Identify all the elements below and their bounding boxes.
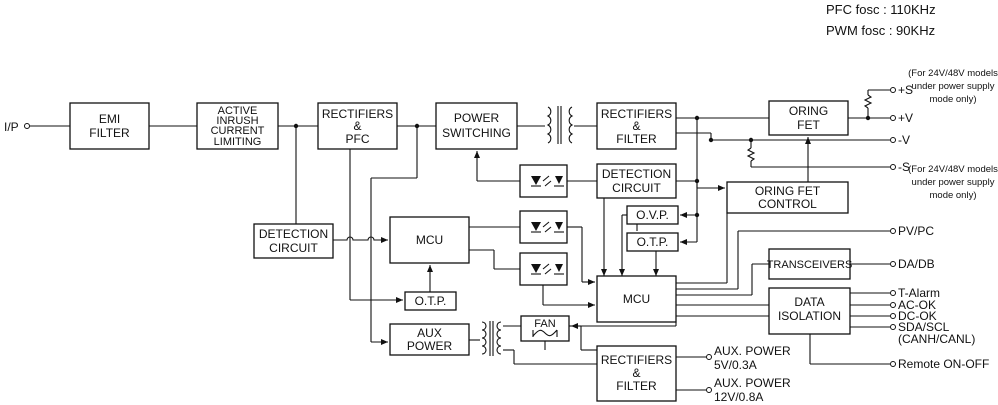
plus-s-terminal [890,87,896,93]
minus-s-label: -S [898,160,910,174]
aux-rect-filter-label-3: FILTER [616,379,657,393]
minus-s-terminal [890,164,896,170]
minus-v-terminal [890,137,896,143]
inrush-label-3: CURRENT [211,125,265,137]
feedback-optocoupler-icon [519,164,568,198]
transceivers-block [768,248,851,280]
emi-filter-label-1: EMI [99,112,120,126]
left-detection-label-1: DETECTION [259,227,328,241]
oring-fet-label-1: ORING [789,104,828,118]
aux-5v-label-2: 5V/0.3A [714,358,757,372]
right-mcu-block [596,275,677,323]
inrush-label-1: ACTIVE [218,105,258,117]
minus-s-note-3: mode only) [930,190,977,201]
main-rect-filter-label-1: RECTIFIERS [601,107,672,121]
plus-s-note-3: mode only) [930,94,977,105]
canh-label: (CANH/CANL) [898,332,975,346]
sdascl-label: SDA/SCL [898,320,950,334]
rect-pfc-label-3: PFC [346,132,370,146]
mcu-link-optocoupler-lower-icon [519,252,568,286]
remote-onoff-label: Remote ON-OFF [898,357,989,371]
pwm-frequency-label: PWM fosc : 90KHz [826,23,935,38]
dadb-terminal [890,261,896,267]
ovp-label: O.V.P. [636,208,669,222]
main-rect-filter-label-2: & [632,119,640,133]
oring-control-label-2: CONTROL [758,197,817,211]
aux-rect-filter-label-2: & [632,366,640,380]
left-detection-label-2: CIRCUIT [269,241,318,255]
top-detection-label-1: DETECTION [602,167,671,181]
top-detection-circuit-block [596,163,677,199]
power-switching-label-2: SWITCHING [442,126,511,140]
dcok-terminal [890,313,896,319]
minus-s-note-1: (For 24V/48V models [908,164,998,175]
power-switching-label-1: POWER [454,111,500,125]
remote-onoff-terminal [890,361,896,367]
minus-s-note-2: under power supply [912,177,995,188]
fan-label: FAN [534,318,555,330]
plus-v-label: +V [898,111,913,125]
right-mcu-label: MCU [623,292,650,306]
rect-pfc-label-1: RECTIFIERS [322,107,393,121]
plus-s-note-2: under power supply [912,81,995,92]
aux-5v-label-1: AUX. POWER [714,344,791,358]
aux-rectifier-filter-block [596,345,677,402]
main-rectifier-filter-block [596,102,677,150]
talarm-terminal [890,290,896,296]
talarm-label: T-Alarm [898,286,940,300]
left-mcu-block [389,216,470,264]
aux-power-block [389,323,470,356]
pvpc-label: PV/PC [898,224,934,238]
rect-pfc-label-2: & [353,119,361,133]
pvpc-terminal [890,228,896,234]
oring-control-label-1: ORING FET [755,184,821,198]
inrush-label-2: INRUSH [216,115,258,127]
left-detection-circuit-block [253,223,334,259]
fan-icon [520,315,570,342]
right-otp-label: O.T.P. [637,235,669,249]
aux-12v-label-1: AUX. POWER [714,376,791,390]
left-mcu-label: MCU [416,233,443,247]
data-isolation-block [768,287,851,335]
input-terminal [24,123,30,129]
right-otp-block [626,232,679,252]
plus-s-label: +S [898,83,913,97]
aux-rect-filter-label-1: RECTIFIERS [601,353,672,367]
aux-transformer-symbol [481,321,502,356]
plus-s-note-1: (For 24V/48V models [908,68,998,79]
input-terminal-label: I/P [4,120,19,134]
emi-filter-label-2: FILTER [89,126,130,140]
oring-fet-label-2: FET [797,118,820,132]
aux-power-label-2: POWER [407,339,453,353]
acok-label: AC-OK [898,298,936,312]
aux-power-label-1: AUX [417,326,442,340]
mcu-link-optocoupler-upper-icon [519,210,568,244]
pfc-frequency-label: PFC fosc : 110KHz [826,2,936,17]
data-isolation-label-2: ISOLATION [778,309,841,323]
plus-v-terminal [890,115,896,121]
aux-12v-terminal [706,387,712,393]
aux-12v-label-2: 12V/0.8A [714,390,763,404]
top-detection-label-2: CIRCUIT [612,181,661,195]
inrush-label-4: LIMITING [214,136,262,148]
main-transformer-symbol [546,106,574,144]
dadb-label: DA/DB [898,257,935,271]
minus-v-label: -V [898,133,910,147]
left-otp-label: O.T.P. [415,294,447,308]
data-isolation-label-1: DATA [794,295,824,309]
sdascl-terminal [890,324,896,330]
inrush-limiting-block [196,102,279,150]
acok-terminal [890,302,896,308]
main-rect-filter-label-3: FILTER [616,132,657,146]
dcok-label: DC-OK [898,309,937,323]
transceivers-label: TRANSCEIVERS [767,259,853,271]
oring-fet-control-block [726,181,849,214]
aux-5v-terminal [706,354,712,360]
